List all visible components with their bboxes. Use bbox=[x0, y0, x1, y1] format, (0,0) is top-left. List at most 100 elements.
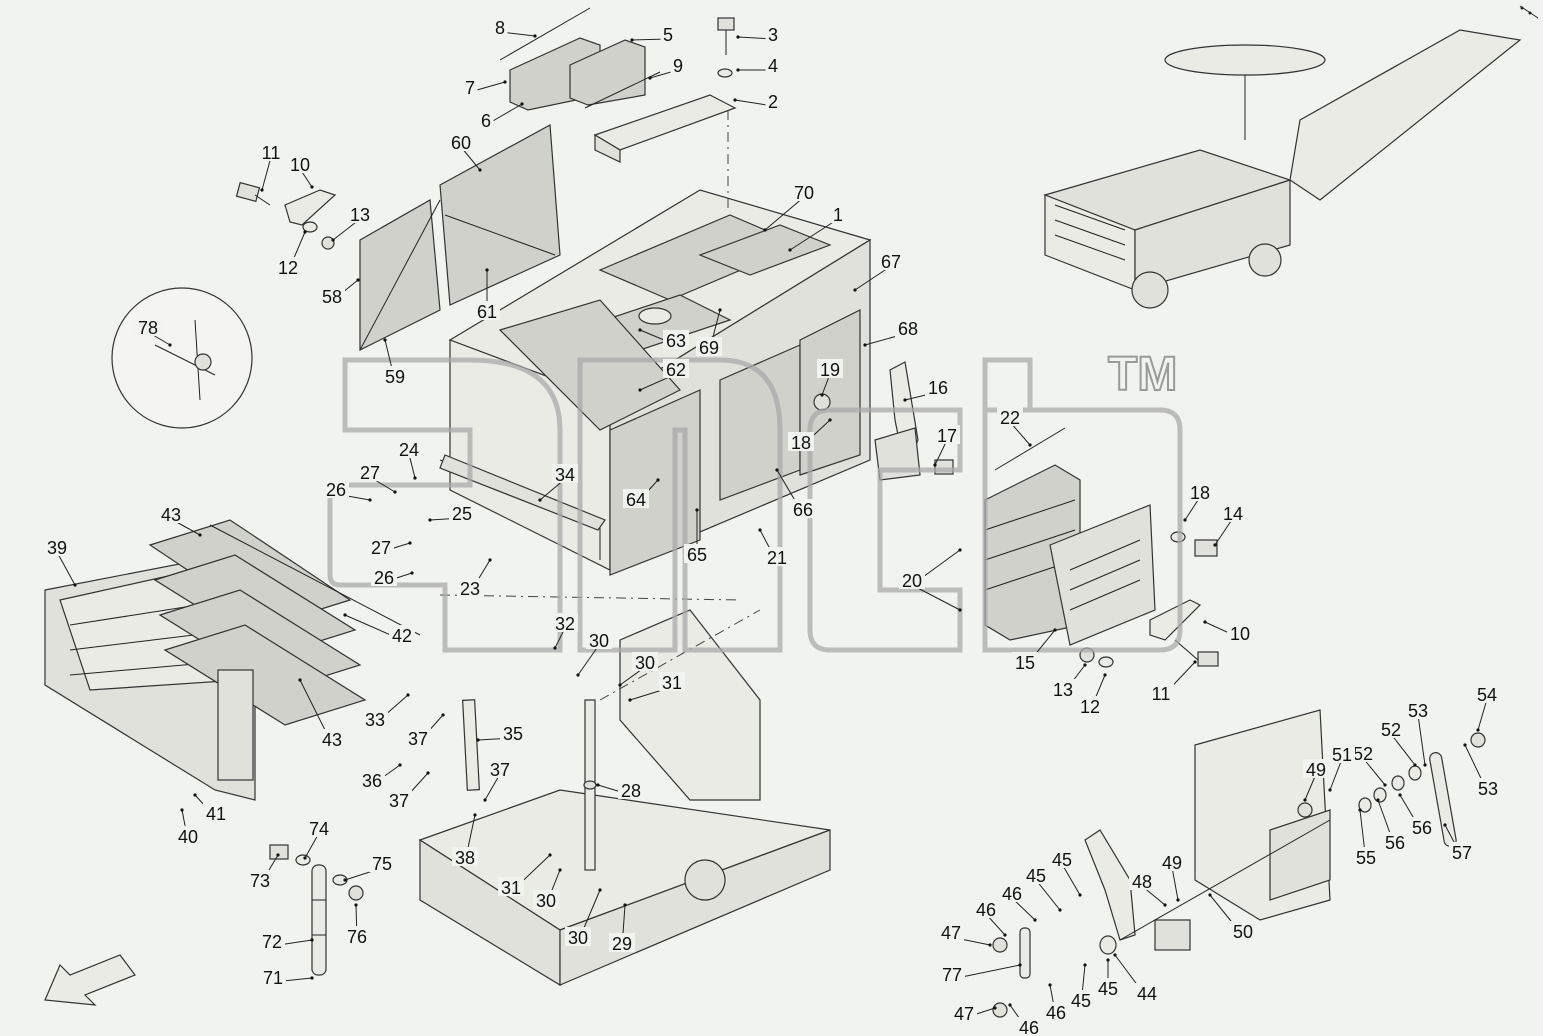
callout-label-19: 19 bbox=[820, 360, 840, 380]
callout-bg-15 bbox=[1012, 652, 1038, 671]
side-grille-assembly bbox=[984, 427, 1218, 646]
callout-bg-9 bbox=[670, 55, 686, 74]
callout-label-46: 46 bbox=[976, 900, 996, 920]
callout-label-73: 73 bbox=[250, 871, 270, 891]
callout-leader-49 bbox=[1171, 866, 1179, 901]
callout-dot-43 bbox=[198, 533, 202, 537]
callout-dot-30 bbox=[618, 683, 622, 687]
radiator-assembly bbox=[44, 519, 421, 801]
callout-bg-73 bbox=[247, 870, 273, 889]
callout-dot-47 bbox=[993, 1006, 997, 1010]
callout-bg-44 bbox=[1134, 983, 1160, 1002]
callout-dot-22 bbox=[1028, 443, 1032, 447]
callout-label-21: 21 bbox=[767, 548, 787, 568]
callout-dot-69 bbox=[718, 308, 722, 312]
bolt-3-washer-4 bbox=[717, 17, 735, 78]
latch-assembly-top bbox=[235, 181, 337, 250]
callout-dot-28 bbox=[596, 783, 600, 787]
callout-bg-37 bbox=[386, 790, 412, 809]
callout-dot-37 bbox=[441, 713, 445, 717]
callout-bg-11 bbox=[1148, 683, 1174, 702]
callout-dot-44 bbox=[1113, 953, 1117, 957]
callout-dot-45 bbox=[1078, 893, 1082, 897]
callout-bg-72 bbox=[259, 931, 285, 950]
callout-dot-76 bbox=[354, 903, 358, 907]
cover-plate-2 bbox=[593, 94, 737, 210]
callout-dot-24 bbox=[413, 476, 417, 480]
callout-bg-30 bbox=[632, 652, 658, 671]
callout-label-30: 30 bbox=[635, 653, 655, 673]
callout-label-22: 22 bbox=[1000, 408, 1020, 428]
callout-label-23: 23 bbox=[460, 579, 480, 599]
callout-bg-22 bbox=[997, 407, 1023, 426]
callout-dot-18 bbox=[1183, 518, 1187, 522]
callout-dot-32 bbox=[553, 646, 557, 650]
callout-dot-61 bbox=[485, 268, 489, 272]
callout-label-74: 74 bbox=[309, 819, 329, 839]
callout-bg-67 bbox=[878, 251, 904, 270]
callout-bg-30 bbox=[533, 890, 559, 909]
callout-dot-59 bbox=[383, 338, 387, 342]
callout-label-3: 3 bbox=[768, 25, 778, 45]
callout-dot-4 bbox=[736, 68, 740, 72]
callout-label-70: 70 bbox=[794, 183, 814, 203]
callout-bg-66 bbox=[790, 499, 816, 518]
callout-label-78: 78 bbox=[138, 318, 158, 338]
callout-leader-49 bbox=[1304, 773, 1317, 801]
callout-dot-43 bbox=[298, 678, 302, 682]
callout-bg-58 bbox=[319, 286, 345, 305]
callout-dot-9 bbox=[648, 76, 652, 80]
callout-bg-27 bbox=[368, 537, 394, 556]
callout-dot-77 bbox=[1018, 963, 1022, 967]
callout-label-27: 27 bbox=[371, 538, 391, 558]
callout-dot-15 bbox=[1053, 628, 1057, 632]
callout-dot-47 bbox=[988, 943, 992, 947]
milling-machine-illustration bbox=[1043, 29, 1522, 309]
callout-label-66: 66 bbox=[793, 500, 813, 520]
callout-label-52: 52 bbox=[1381, 720, 1401, 740]
callout-dot-49 bbox=[1303, 798, 1307, 802]
callout-bg-52 bbox=[1350, 743, 1376, 762]
callout-bg-31 bbox=[498, 877, 524, 896]
callout-dot-46 bbox=[1033, 918, 1037, 922]
callout-bg-39 bbox=[44, 537, 70, 556]
callout-dot-70 bbox=[763, 228, 767, 232]
callout-bg-3 bbox=[765, 24, 781, 43]
callout-label-27: 27 bbox=[360, 463, 380, 483]
callout-bg-25 bbox=[449, 503, 475, 522]
callout-label-72: 72 bbox=[262, 932, 282, 952]
callout-label-69: 69 bbox=[699, 338, 719, 358]
callout-label-62: 62 bbox=[666, 360, 686, 380]
callout-label-56: 56 bbox=[1385, 833, 1405, 853]
callout-dot-60 bbox=[478, 168, 482, 172]
callout-label-64: 64 bbox=[626, 490, 646, 510]
callout-label-67: 67 bbox=[881, 252, 901, 272]
callout-bg-74 bbox=[306, 818, 332, 837]
callout-dot-56 bbox=[1398, 793, 1402, 797]
callout-label-51: 51 bbox=[1332, 745, 1352, 765]
callout-bg-33 bbox=[362, 709, 388, 728]
callout-dot-42 bbox=[343, 613, 347, 617]
callout-bg-26 bbox=[371, 567, 397, 586]
callout-bg-47 bbox=[938, 922, 964, 941]
callout-dot-19 bbox=[820, 393, 824, 397]
latch-assembly-right bbox=[1079, 599, 1219, 668]
callout-bg-76 bbox=[344, 926, 370, 945]
callout-leader-20 bbox=[911, 584, 961, 611]
callout-bg-78 bbox=[135, 317, 161, 336]
callout-label-58: 58 bbox=[322, 287, 342, 307]
callout-bg-18 bbox=[1187, 482, 1213, 501]
callout-bg-13 bbox=[347, 204, 373, 223]
callout-label-77: 77 bbox=[942, 965, 962, 985]
callout-label-18: 18 bbox=[1190, 483, 1210, 503]
callout-label-52: 52 bbox=[1353, 744, 1373, 764]
callout-dot-46 bbox=[1048, 983, 1052, 987]
callout-label-44: 44 bbox=[1137, 984, 1157, 1004]
callout-label-12: 12 bbox=[278, 258, 298, 278]
chain-assembly bbox=[269, 844, 364, 976]
callout-dot-54 bbox=[1476, 728, 1480, 732]
callout-label-11: 11 bbox=[262, 143, 281, 163]
callout-dot-30 bbox=[576, 673, 580, 677]
callout-dot-18 bbox=[828, 418, 832, 422]
callout-bg-43 bbox=[158, 504, 184, 523]
